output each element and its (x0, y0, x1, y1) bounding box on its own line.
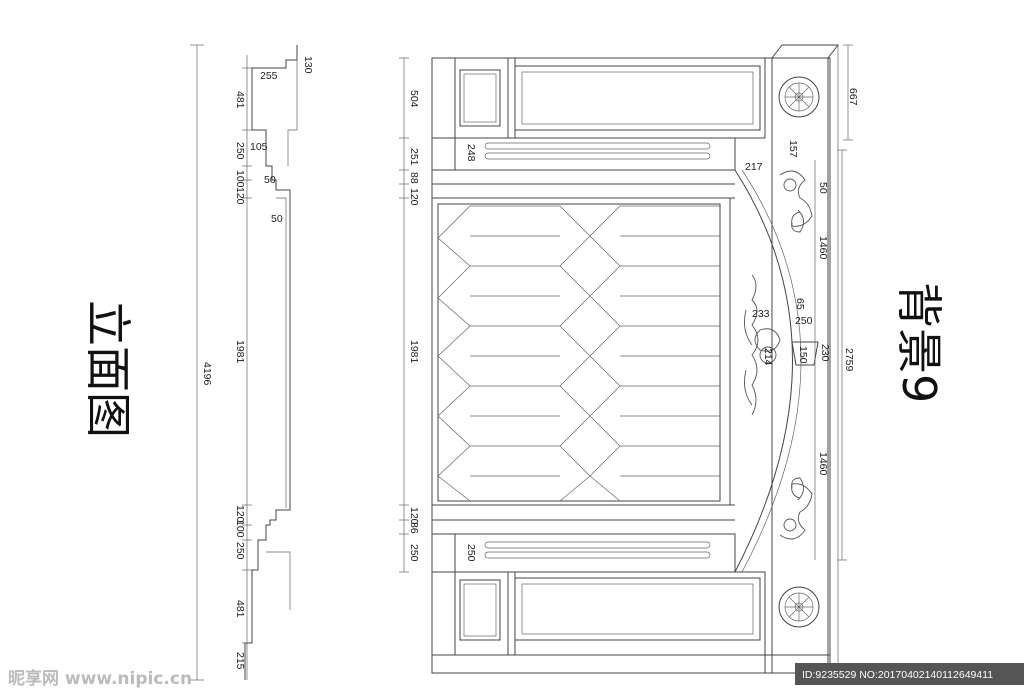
dim-86: 86 (408, 522, 420, 534)
dim-88: 88 (408, 172, 420, 184)
dim-157: 157 (787, 140, 799, 158)
dim-230: 230 (819, 344, 831, 362)
section-profile: 4196 130 255 481 250 105 100 120 50 50 1… (190, 44, 314, 681)
dim-250-bottom: 250 (234, 542, 246, 560)
dim-120-a: 120 (408, 188, 420, 206)
dim-100-bottom: 100 (234, 520, 246, 538)
dim-214: 214 (762, 348, 774, 366)
dim-481-bottom: 481 (234, 600, 246, 618)
dim-233: 233 (752, 308, 770, 320)
dim-120-bottom: 120 (234, 505, 246, 523)
rosette-bottom (778, 586, 820, 628)
dim-1460-top: 1460 (817, 236, 829, 260)
image-id: ID:9235529 NO:20170402140112649411 (802, 669, 993, 681)
front-elevation (431, 44, 840, 674)
dim-504: 504 (408, 90, 420, 108)
rosette-top (778, 76, 820, 118)
watermark: 昵享网 www.nipic.cn (8, 668, 192, 689)
dim-1460-bottom: 1460 (817, 452, 829, 476)
dim-50-mid: 50 (271, 213, 283, 225)
dim-250-top: 250 (234, 142, 246, 160)
ornament-center (744, 274, 781, 416)
dim-4196: 4196 (201, 362, 213, 386)
dim-250-inner: 250 (465, 544, 477, 562)
dim-248: 248 (465, 144, 477, 162)
dim-255: 255 (260, 70, 278, 82)
dim-50-top: 50 (264, 174, 276, 186)
dim-250-right: 250 (795, 315, 813, 327)
diamond-pattern (437, 205, 720, 502)
ornament-lower (779, 477, 813, 540)
background-title: 背景9 (892, 282, 946, 403)
dim-250-mid: 250 (408, 544, 420, 562)
dim-1981-mid: 1981 (408, 340, 420, 364)
dim-120-top: 120 (234, 187, 246, 205)
dim-215: 215 (234, 652, 246, 670)
dim-120-b: 120 (408, 507, 420, 525)
dim-1981-left: 1981 (234, 340, 246, 364)
dim-50-right: 50 (817, 182, 829, 194)
dim-65: 65 (794, 298, 806, 310)
dim-150: 150 (797, 346, 809, 364)
dim-217: 217 (745, 161, 763, 173)
section-title: 立面图 (81, 300, 135, 438)
right-dim-column: 667 2759 157 217 50 1460 65 233 250 214 … (465, 44, 859, 562)
dim-100-top: 100 (234, 170, 246, 188)
dim-105: 105 (250, 141, 268, 153)
id-bar (795, 663, 1024, 685)
dim-2759: 2759 (843, 348, 855, 372)
front-dim-column: 504 251 88 120 1981 120 86 250 (399, 57, 420, 573)
dim-481-top: 481 (234, 91, 246, 109)
ornament-upper (779, 170, 813, 233)
dim-667: 667 (847, 88, 859, 106)
dim-251: 251 (408, 148, 420, 166)
dim-130: 130 (302, 56, 314, 74)
